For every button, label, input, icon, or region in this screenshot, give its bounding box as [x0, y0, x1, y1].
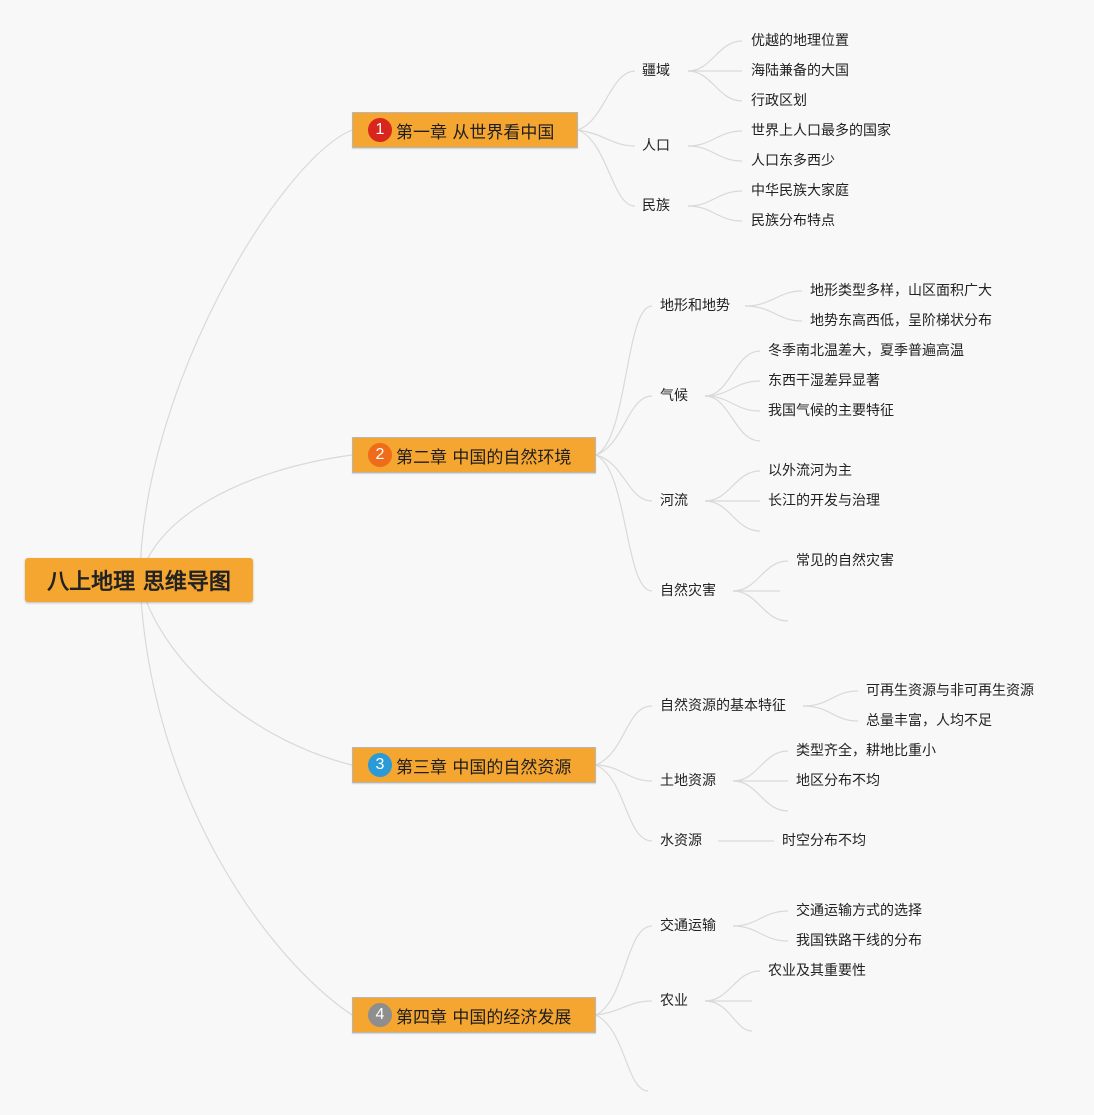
- topic-agriculture[interactable]: 农业: [660, 993, 688, 1009]
- connector-ch4-leaf-1-1: [732, 910, 789, 927]
- connector-ch2-leaf-2-2: [704, 380, 761, 397]
- leaf-terrain-steps[interactable]: 地势东高西低，呈阶梯状分布: [810, 313, 992, 329]
- chapter-1-node[interactable]: 1 第一章 从世界看中国: [352, 112, 578, 148]
- connector-root-chapter1: [139, 129, 353, 583]
- chapter-2-node[interactable]: 2 第二章 中国的自然环境: [352, 437, 596, 473]
- connector-ch4-leaf-2-1: [704, 970, 761, 1002]
- priority-4-icon: 4: [368, 1003, 392, 1027]
- topic-ethnicity[interactable]: 民族: [642, 198, 670, 214]
- topic-climate[interactable]: 气候: [660, 388, 688, 404]
- leaf-geographic-location[interactable]: 优越的地理位置: [751, 33, 849, 49]
- leaf-population-distribution[interactable]: 人口东多西少: [751, 153, 835, 169]
- connector-ch1-topic-1: [577, 70, 636, 131]
- topic-water-resources[interactable]: 水资源: [660, 833, 702, 849]
- leaf-land-distribution[interactable]: 地区分布不均: [796, 773, 880, 789]
- connector-ch1-leaf-3-1: [687, 190, 743, 207]
- topic-rivers[interactable]: 河流: [660, 493, 688, 509]
- topic-population[interactable]: 人口: [642, 138, 670, 154]
- connector-ch4-topic-2: [595, 1000, 653, 1016]
- leaf-terrain-types[interactable]: 地形类型多样，山区面积广大: [810, 283, 992, 299]
- connector-ch1-leaf-1-3: [687, 70, 743, 102]
- topic-natural-disasters[interactable]: 自然灾害: [660, 583, 716, 599]
- leaf-exterior-rivers[interactable]: 以外流河为主: [768, 463, 852, 479]
- connector-ch1-topic-2: [577, 129, 636, 147]
- connector-ch3-leaf-1-1: [802, 690, 859, 707]
- topic-land-resources[interactable]: 土地资源: [660, 773, 716, 789]
- topic-territory[interactable]: 疆域: [642, 63, 670, 79]
- connector-ch2-leaf-2-4: [704, 395, 761, 442]
- leaf-nation-family[interactable]: 中华民族大家庭: [751, 183, 849, 199]
- chapter-1-title: 第一章 从世界看中国: [396, 122, 555, 143]
- topic-terrain[interactable]: 地形和地势: [660, 298, 730, 314]
- connector-ch2-leaf-2-1: [704, 350, 761, 397]
- chapter-3-node[interactable]: 3 第三章 中国的自然资源: [352, 747, 596, 783]
- topic-transportation[interactable]: 交通运输: [660, 918, 716, 934]
- priority-3-icon: 3: [368, 753, 392, 777]
- leaf-railway-distribution[interactable]: 我国铁路干线的分布: [796, 933, 922, 949]
- connector-ch3-topic-2: [595, 764, 653, 782]
- connector-ch2-leaf-1-2: [744, 305, 803, 322]
- connector-ch2-leaf-1-1: [744, 290, 803, 307]
- leaf-most-populous[interactable]: 世界上人口最多的国家: [751, 123, 891, 139]
- connector-ch3-topic-3: [595, 764, 653, 842]
- connector-ch2-topic-4: [595, 454, 653, 592]
- connector-root-chapter3: [139, 581, 353, 766]
- connector-ch1-topic-3: [577, 129, 636, 207]
- connector-ch2-topic-3: [595, 454, 653, 502]
- leaf-land-sea-country[interactable]: 海陆兼备的大国: [751, 63, 849, 79]
- connector-ch1-leaf-2-1: [687, 130, 743, 147]
- leaf-renewable[interactable]: 可再生资源与非可再生资源: [866, 683, 1034, 699]
- connector-ch4-leaf-1-2: [732, 925, 789, 942]
- topic-resource-features[interactable]: 自然资源的基本特征: [660, 698, 786, 714]
- leaf-temperature[interactable]: 冬季南北温差大，夏季普遍高温: [768, 343, 964, 359]
- leaf-humidity[interactable]: 东西干湿差异显著: [768, 373, 880, 389]
- connector-ch3-leaf-2-3: [732, 780, 789, 812]
- connector-ch1-leaf-3-2: [687, 205, 743, 222]
- connector-ch1-leaf-2-2: [687, 145, 743, 162]
- leaf-transport-choice[interactable]: 交通运输方式的选择: [796, 903, 922, 919]
- leaf-land-types[interactable]: 类型齐全，耕地比重小: [796, 743, 936, 759]
- leaf-abundant[interactable]: 总量丰富，人均不足: [866, 713, 992, 729]
- leaf-agriculture-importance[interactable]: 农业及其重要性: [768, 963, 866, 979]
- connector-ch2-leaf-3-3: [704, 500, 761, 532]
- leaf-yangtze[interactable]: 长江的开发与治理: [768, 493, 880, 509]
- connector-ch4-leaf-2-3: [704, 1000, 753, 1032]
- leaf-common-disasters[interactable]: 常见的自然灾害: [796, 553, 894, 569]
- connector-ch2-topic-1: [595, 305, 653, 456]
- chapter-4-title: 第四章 中国的经济发展: [396, 1007, 572, 1028]
- connector-ch3-topic-1: [595, 705, 653, 766]
- connector-ch4-topic-3: [595, 1014, 649, 1092]
- leaf-climate-features[interactable]: 我国气候的主要特征: [768, 403, 894, 419]
- leaf-water-distribution[interactable]: 时空分布不均: [782, 833, 866, 849]
- leaf-ethnic-distribution[interactable]: 民族分布特点: [751, 213, 835, 229]
- connector-ch3-leaf-1-2: [802, 705, 859, 722]
- chapter-2-title: 第二章 中国的自然环境: [396, 447, 572, 468]
- connector-root-chapter4: [139, 581, 353, 1016]
- connector-ch1-leaf-1-1: [687, 40, 743, 72]
- connector-ch2-leaf-4-3: [732, 590, 789, 622]
- chapter-4-node[interactable]: 4 第四章 中国的经济发展: [352, 997, 596, 1033]
- connector-ch4-topic-1: [595, 925, 653, 1016]
- connector-ch2-leaf-3-1: [704, 470, 761, 502]
- chapter-3-title: 第三章 中国的自然资源: [396, 757, 572, 778]
- leaf-administrative-divisions[interactable]: 行政区划: [751, 93, 807, 109]
- connector-ch2-topic-2: [595, 395, 653, 456]
- connector-ch2-leaf-2-3: [704, 395, 761, 412]
- connector-ch3-leaf-2-1: [732, 750, 789, 782]
- connector-ch2-leaf-4-1: [732, 560, 789, 592]
- priority-1-icon: 1: [368, 118, 392, 142]
- root-topic[interactable]: 八上地理 思维导图: [25, 558, 253, 602]
- priority-2-icon: 2: [368, 443, 392, 467]
